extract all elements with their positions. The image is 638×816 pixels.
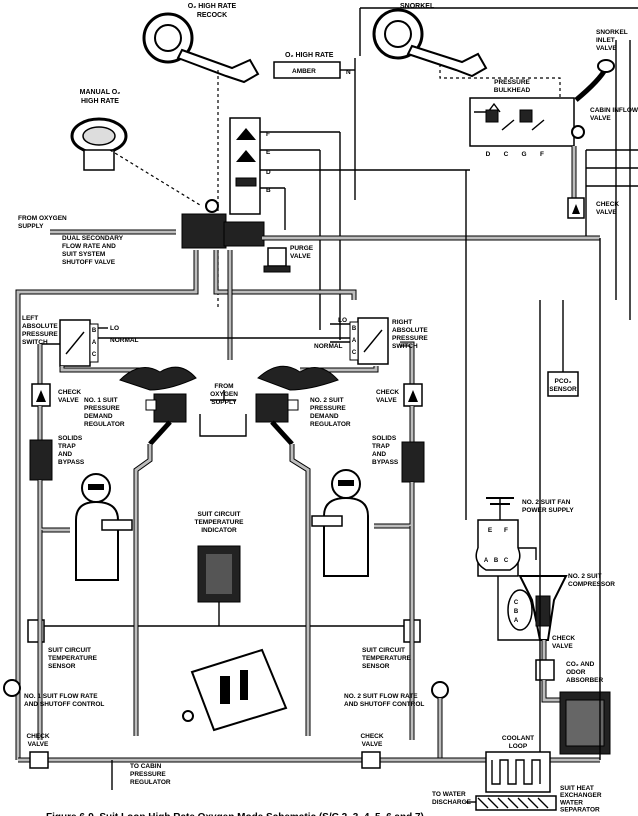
no1-suit-pressure-demand-regulator: [119, 366, 197, 446]
n-terminal-label: N: [346, 69, 351, 76]
right-switch-pin-a: A: [352, 338, 357, 344]
purge-valve: [263, 247, 291, 273]
right-switch-pin-b: B: [352, 326, 357, 332]
no2-suit-fan-power-supply: [475, 497, 521, 577]
dual-secondary-shutoff-valve: [181, 213, 227, 249]
pco2-sensor: [547, 371, 579, 397]
solids-trap-left: [29, 439, 53, 481]
snorkel-handle: [372, 8, 561, 110]
no2-suit-compressor: [507, 575, 568, 641]
right-normal-label: NORMAL: [314, 343, 343, 350]
figure-caption: Figure 6-9. Suit Loop High Rate Oxygen M…: [46, 812, 424, 816]
right-switch-pin-c: C: [352, 350, 357, 356]
fan-pin-low-b: B: [494, 558, 499, 564]
compressor-pin-a: A: [514, 618, 519, 624]
no2-suit-pressure-demand-regulator: [255, 365, 339, 446]
left-switch-pin-a: A: [92, 340, 97, 346]
bulkhead-pin-c: C: [504, 151, 509, 158]
fan-pin-f: F: [504, 527, 508, 534]
manual-o2-high-rate-handle: [70, 117, 201, 206]
switch-pin-e: E: [266, 149, 271, 156]
snorkel-label: SNORKEL: [400, 3, 435, 10]
solids-trap-right: [401, 441, 425, 483]
left-absolute-pressure-switch: [59, 319, 360, 367]
o2-high-rate-label: O₂ HIGH RATE: [285, 52, 334, 59]
compressor-pin-c: C: [514, 600, 519, 606]
fan-pin-low-a: A: [484, 558, 489, 564]
no1-suit-flow-rate-control: [3, 679, 21, 697]
bulkhead-pin-g: G: [521, 151, 526, 158]
no2-suit-flow-rate-control: [431, 681, 449, 699]
astronaut-right: [311, 469, 369, 577]
cabin-inflow-valve: [571, 125, 585, 139]
right-lo-label: LO: [338, 317, 347, 324]
bulkhead-pin-d: D: [486, 151, 491, 158]
check-valve-bottom-right: [361, 751, 381, 769]
astronaut-left: [75, 473, 133, 581]
left-normal-label: NORMAL: [110, 337, 139, 344]
switch-pin-b: B: [266, 187, 271, 194]
switch-pin-d: D: [266, 169, 271, 176]
left-switch-pin-c: C: [92, 352, 97, 358]
left-switch-pin-b: B: [92, 328, 97, 334]
left-lo-label: LO: [110, 325, 119, 332]
right-absolute-pressure-switch: [330, 317, 389, 365]
fan-pin-e: E: [488, 527, 493, 534]
suit-heat-exchanger: [475, 751, 557, 811]
check-valve-lower-right: [535, 659, 555, 681]
suit-control-panel: [182, 648, 288, 732]
bulkhead-pin-f: F: [540, 151, 544, 158]
switch-pin-f: F: [266, 131, 270, 138]
check-valve-bottom-left: [29, 751, 49, 769]
compressor-pin-b: B: [514, 609, 519, 615]
fan-pin-low-c: C: [504, 558, 509, 564]
amber-label: AMBER: [292, 68, 316, 75]
snorkel-inlet-valve: [597, 59, 615, 73]
